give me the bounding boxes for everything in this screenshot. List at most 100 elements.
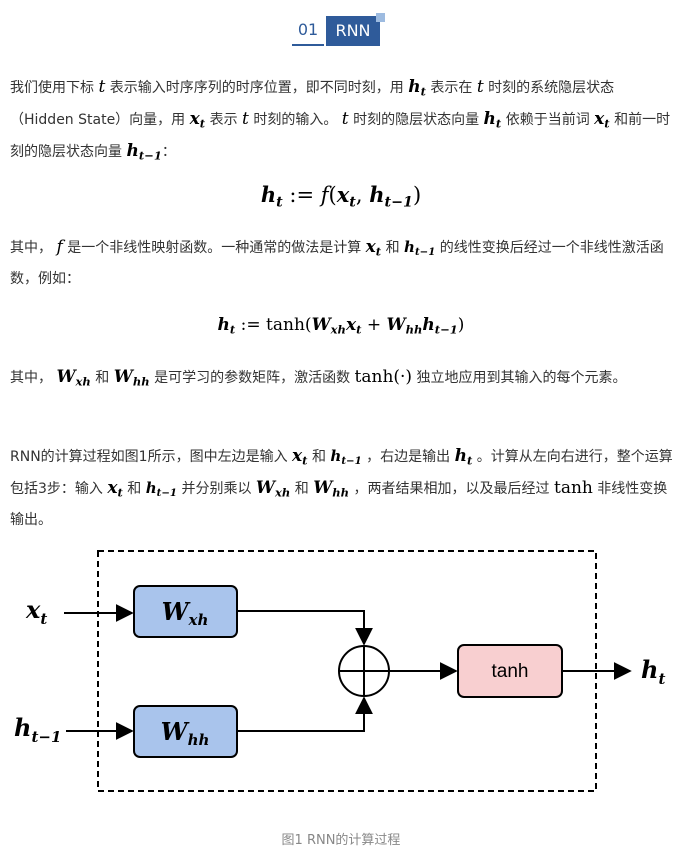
math-sub: t−1	[384, 194, 413, 211]
math-sub: t	[420, 84, 426, 99]
math-base: h	[404, 238, 415, 256]
math-paren: )	[457, 315, 465, 335]
math-op: :=	[235, 315, 267, 335]
math-base: x	[365, 237, 376, 257]
math-base: W	[113, 367, 133, 387]
text: 是可学习的参数矩阵，激活函数	[149, 370, 355, 386]
text: 其中，	[10, 240, 57, 256]
math-t: t	[476, 77, 484, 97]
math-sub: t	[229, 322, 236, 337]
wxh-label: Wxh	[162, 597, 209, 629]
math-h-tm1: ht−1	[369, 182, 413, 211]
math-h-t: ht	[408, 77, 426, 97]
text: 的线性变换后经过一个非线性激活函数，例如：	[10, 240, 664, 287]
math-sub: t	[495, 116, 502, 131]
math-x-t: xt	[292, 446, 307, 466]
input-x-label: xt	[25, 595, 47, 628]
math-tanh: tanh	[266, 315, 305, 335]
math-sub: t−1	[414, 246, 436, 259]
math-base: h	[369, 182, 385, 207]
text: 表示	[205, 112, 243, 128]
math-sub: t−1	[156, 487, 177, 500]
text: 表示输入时序序列的时序位置，即不同时刻，用	[105, 80, 409, 96]
arrow-whh-to-sum	[237, 696, 373, 732]
math-paren: (	[304, 315, 312, 335]
text: ，两者结果相加，以及最后经过	[349, 481, 554, 497]
output-h-label: ht	[641, 655, 665, 688]
math-base: x	[594, 109, 605, 129]
math-base: W	[56, 367, 76, 387]
math-base: h	[145, 479, 157, 497]
math-w-hh: Whh	[313, 478, 349, 498]
math-h-t: ht	[484, 109, 502, 129]
text: RNN的计算过程如图1所示，图中左边是输入	[10, 449, 293, 465]
math-paren: (	[328, 183, 337, 207]
paragraph-2: 其中， f 是一个非线性映射函数。一种通常的做法是计算 xt 和 ht−1 的线…	[10, 232, 674, 295]
math-sub: t	[604, 116, 610, 131]
math-w-hh: Whh	[386, 315, 422, 335]
math-sub: t	[302, 453, 308, 468]
equation-2: ht := tanh(Wxhxt + Whhht−1)	[0, 315, 682, 335]
label-sub: t−1	[31, 728, 61, 746]
label-base: x	[25, 595, 41, 624]
math-f: f	[56, 237, 63, 257]
text: 。计算从左向右进行，整个运算包括3步：输入	[10, 449, 673, 497]
math-sub: t	[466, 453, 473, 468]
math-x-t: xt	[366, 237, 381, 257]
header-corner-decoration	[376, 13, 385, 22]
math-w-xh: Wxh	[256, 478, 290, 498]
math-sub: t	[356, 322, 362, 337]
arrow-wxh-to-sum	[237, 610, 373, 646]
text: 是一个非线性映射函数。一种通常的做法是计算	[62, 240, 366, 256]
math-sub: xh	[75, 374, 91, 389]
text: 和	[122, 481, 146, 497]
math-sub: hh	[332, 485, 350, 500]
math-sub: hh	[405, 322, 423, 337]
math-base: h	[330, 447, 342, 465]
math-base: h	[126, 141, 139, 161]
math-x-t: xt	[190, 109, 205, 129]
math-w-xh: Wxh	[312, 315, 346, 335]
math-base: x	[292, 446, 303, 466]
text: 时刻的系统隐层状态（Hidden State）向量，用	[10, 80, 615, 128]
math-base: x	[189, 109, 200, 129]
math-sub: t	[117, 485, 123, 500]
math-sub: t	[349, 194, 356, 211]
text: 时刻的输入。	[248, 112, 342, 128]
math-sub: xh	[330, 322, 346, 337]
math-sub: hh	[132, 374, 150, 389]
math-h-t: ht	[218, 315, 236, 335]
math-op: :=	[282, 183, 321, 207]
math-base: x	[345, 315, 357, 335]
text: 独立地应用到其输入的每个元素。	[412, 370, 627, 386]
math-sub: t	[375, 244, 382, 259]
text: 和	[307, 449, 331, 465]
rnn-diagram: xt ht−1 Wxh Whh tanh ht	[14, 550, 665, 792]
text: ：	[161, 144, 176, 160]
math-base: x	[336, 182, 350, 207]
math-h-t: ht	[455, 446, 473, 466]
tanh-label: tanh	[492, 661, 529, 682]
math-base: h	[422, 315, 435, 335]
math-h-tm1: ht−1	[145, 479, 177, 500]
math-sub: t−1	[341, 455, 362, 468]
section-title: RNN	[326, 16, 380, 46]
math-tanh: tanh	[553, 478, 593, 498]
math-base: h	[260, 182, 277, 207]
math-t: t	[242, 109, 249, 129]
math-base: h	[483, 109, 496, 129]
equation-1: ht := f(xt, ht−1)	[0, 182, 682, 211]
label-base: W	[162, 597, 191, 626]
input-h-label: ht−1	[14, 713, 61, 746]
math-op: +	[361, 315, 387, 335]
math-x-t: xt	[336, 182, 356, 211]
label-sub: xh	[188, 611, 209, 629]
math-f: f	[320, 183, 329, 207]
math-sub: t−1	[434, 322, 458, 337]
math-base: h	[217, 315, 230, 335]
text: 并分别乘以	[177, 481, 256, 497]
text: ，右边是输出	[361, 449, 455, 465]
math-tanh: tanh(·)	[354, 367, 413, 387]
paragraph-4: RNN的计算过程如图1所示，图中左边是输入 xt 和 ht−1 ，右边是输出 h…	[10, 441, 674, 536]
math-h-tm1: ht−1	[404, 238, 436, 259]
